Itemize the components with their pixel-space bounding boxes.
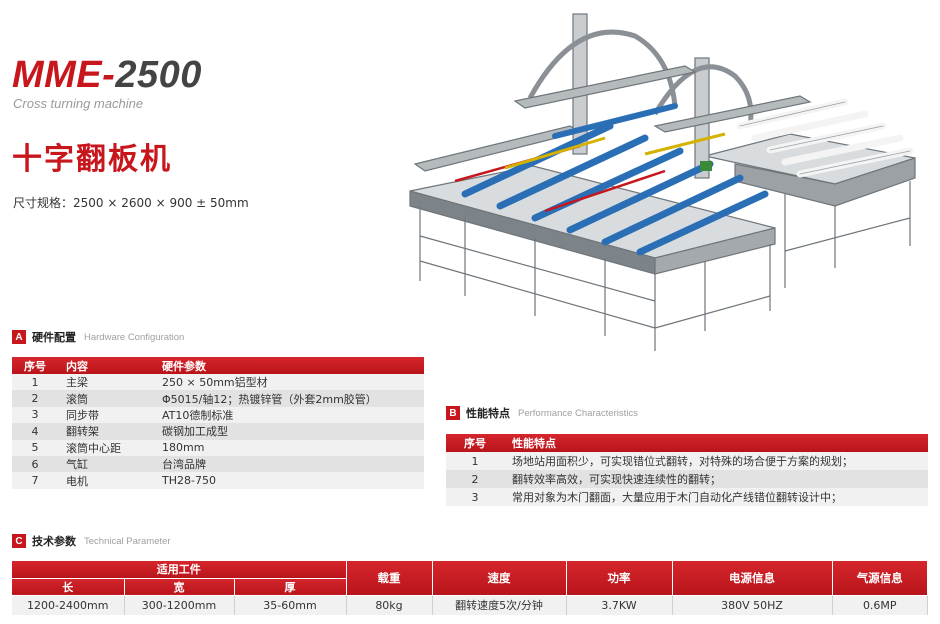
performance-section-header: B 性能特点 Performance Characteristics xyxy=(446,405,638,421)
row-index: 3 xyxy=(446,488,504,506)
col-header-length: 长 xyxy=(12,578,125,596)
value-power: 3.7KW xyxy=(566,595,673,615)
value-power-supply: 380V 50HZ xyxy=(672,595,833,615)
white-rollers xyxy=(736,98,914,178)
row-param: Φ5015/轴12；热镀锌管（外套2mm胶管） xyxy=(154,390,424,407)
col-header-params: 硬件参数 xyxy=(154,357,424,374)
section-badge-a: A xyxy=(12,330,26,344)
row-feature: 常用对象为木门翻面，大量应用于木门自动化产线错位翻转设计中； xyxy=(504,488,928,506)
performance-title-en: Performance Characteristics xyxy=(518,407,638,419)
performance-table-header: 序号 性能特点 xyxy=(446,434,928,452)
section-badge-c: C xyxy=(12,534,26,548)
dimension-spec: 尺寸规格：2500 × 2600 × 900 ± 50mm xyxy=(13,196,249,210)
col-header-index: 序号 xyxy=(446,434,504,452)
col-header-speed: 速度 xyxy=(432,561,567,596)
row-feature: 翻转效率高效，可实现快速连续性的翻转； xyxy=(504,470,928,488)
row-index: 1 xyxy=(446,452,504,470)
row-content: 主梁 xyxy=(58,374,154,391)
value-length: 1200-2400mm xyxy=(12,595,125,615)
row-param: 台湾品牌 xyxy=(154,455,424,473)
row-content: 电机 xyxy=(58,472,154,489)
col-header-power: 功率 xyxy=(566,561,673,596)
col-header-air-supply: 气源信息 xyxy=(832,561,928,596)
row-param: 250 × 50mm铝型材 xyxy=(154,374,424,391)
row-index: 7 xyxy=(12,472,58,489)
row-content: 滚筒 xyxy=(58,390,154,407)
section-badge-b: B xyxy=(446,406,460,420)
col-header-index: 序号 xyxy=(12,357,58,374)
hardware-title-en: Hardware Configuration xyxy=(84,331,185,343)
model-number: 2500 xyxy=(115,54,202,96)
technical-title-en: Technical Parameter xyxy=(84,535,171,547)
row-param: 碳钢加工成型 xyxy=(154,423,424,440)
performance-title-cn: 性能特点 xyxy=(466,407,510,420)
technical-table: 适用工件 载重 速度 功率 电源信息 气源信息 长 宽 厚 1200-2400m… xyxy=(12,561,928,615)
hardware-table-header: 序号 内容 硬件参数 xyxy=(12,357,424,374)
row-content: 翻转架 xyxy=(58,423,154,440)
value-air-supply: 0.6MP xyxy=(832,595,928,615)
belt-details xyxy=(454,132,726,213)
row-content: 滚筒中心距 xyxy=(58,439,154,456)
row-index: 2 xyxy=(12,390,58,407)
value-thickness: 35-60mm xyxy=(234,595,347,615)
value-speed: 翻转速度5次/分钟 xyxy=(432,595,567,615)
title-cn: 十字翻板机 xyxy=(12,142,172,177)
value-load: 80kg xyxy=(346,595,433,615)
technical-title-cn: 技术参数 xyxy=(32,535,76,548)
row-feature: 场地站用面积少，可实现错位式翻转，对特殊的场合便于方案的规划； xyxy=(504,452,928,470)
row-content: 同步带 xyxy=(58,406,154,424)
table-row: 1200-2400mm 300-1200mm 35-60mm 80kg 翻转速度… xyxy=(12,595,928,615)
machine-illustration xyxy=(409,13,916,351)
col-header-power-supply: 电源信息 xyxy=(672,561,833,596)
value-width: 300-1200mm xyxy=(124,595,235,615)
row-index: 6 xyxy=(12,455,58,473)
model-title: MME-2500 xyxy=(12,56,202,94)
technical-header-row-2: 长 宽 厚 xyxy=(12,578,928,596)
hardware-section-header: A 硬件配置 Hardware Configuration xyxy=(12,329,184,345)
model-prefix: MME- xyxy=(12,54,116,96)
row-param: TH28-750 xyxy=(154,472,424,489)
col-header-thickness: 厚 xyxy=(234,578,347,596)
col-header-feature: 性能特点 xyxy=(504,434,928,452)
row-index: 1 xyxy=(12,374,58,391)
col-header-load: 载重 xyxy=(346,561,433,596)
row-param: 180mm xyxy=(154,439,424,456)
row-index: 4 xyxy=(12,423,58,440)
technical-section-header: C 技术参数 Technical Parameter xyxy=(12,533,171,549)
row-param: AT10德制标准 xyxy=(154,406,424,424)
row-content: 气缸 xyxy=(58,455,154,473)
subtitle-en: Cross turning machine xyxy=(13,96,144,111)
hardware-title-cn: 硬件配置 xyxy=(32,331,76,344)
row-index: 3 xyxy=(12,406,58,424)
row-index: 2 xyxy=(446,470,504,488)
col-header-width: 宽 xyxy=(124,578,235,596)
col-header-workpiece: 适用工件 xyxy=(12,561,347,579)
row-index: 5 xyxy=(12,439,58,456)
col-header-content: 内容 xyxy=(58,357,154,374)
technical-header-row-1: 适用工件 载重 速度 功率 电源信息 气源信息 xyxy=(12,561,928,596)
